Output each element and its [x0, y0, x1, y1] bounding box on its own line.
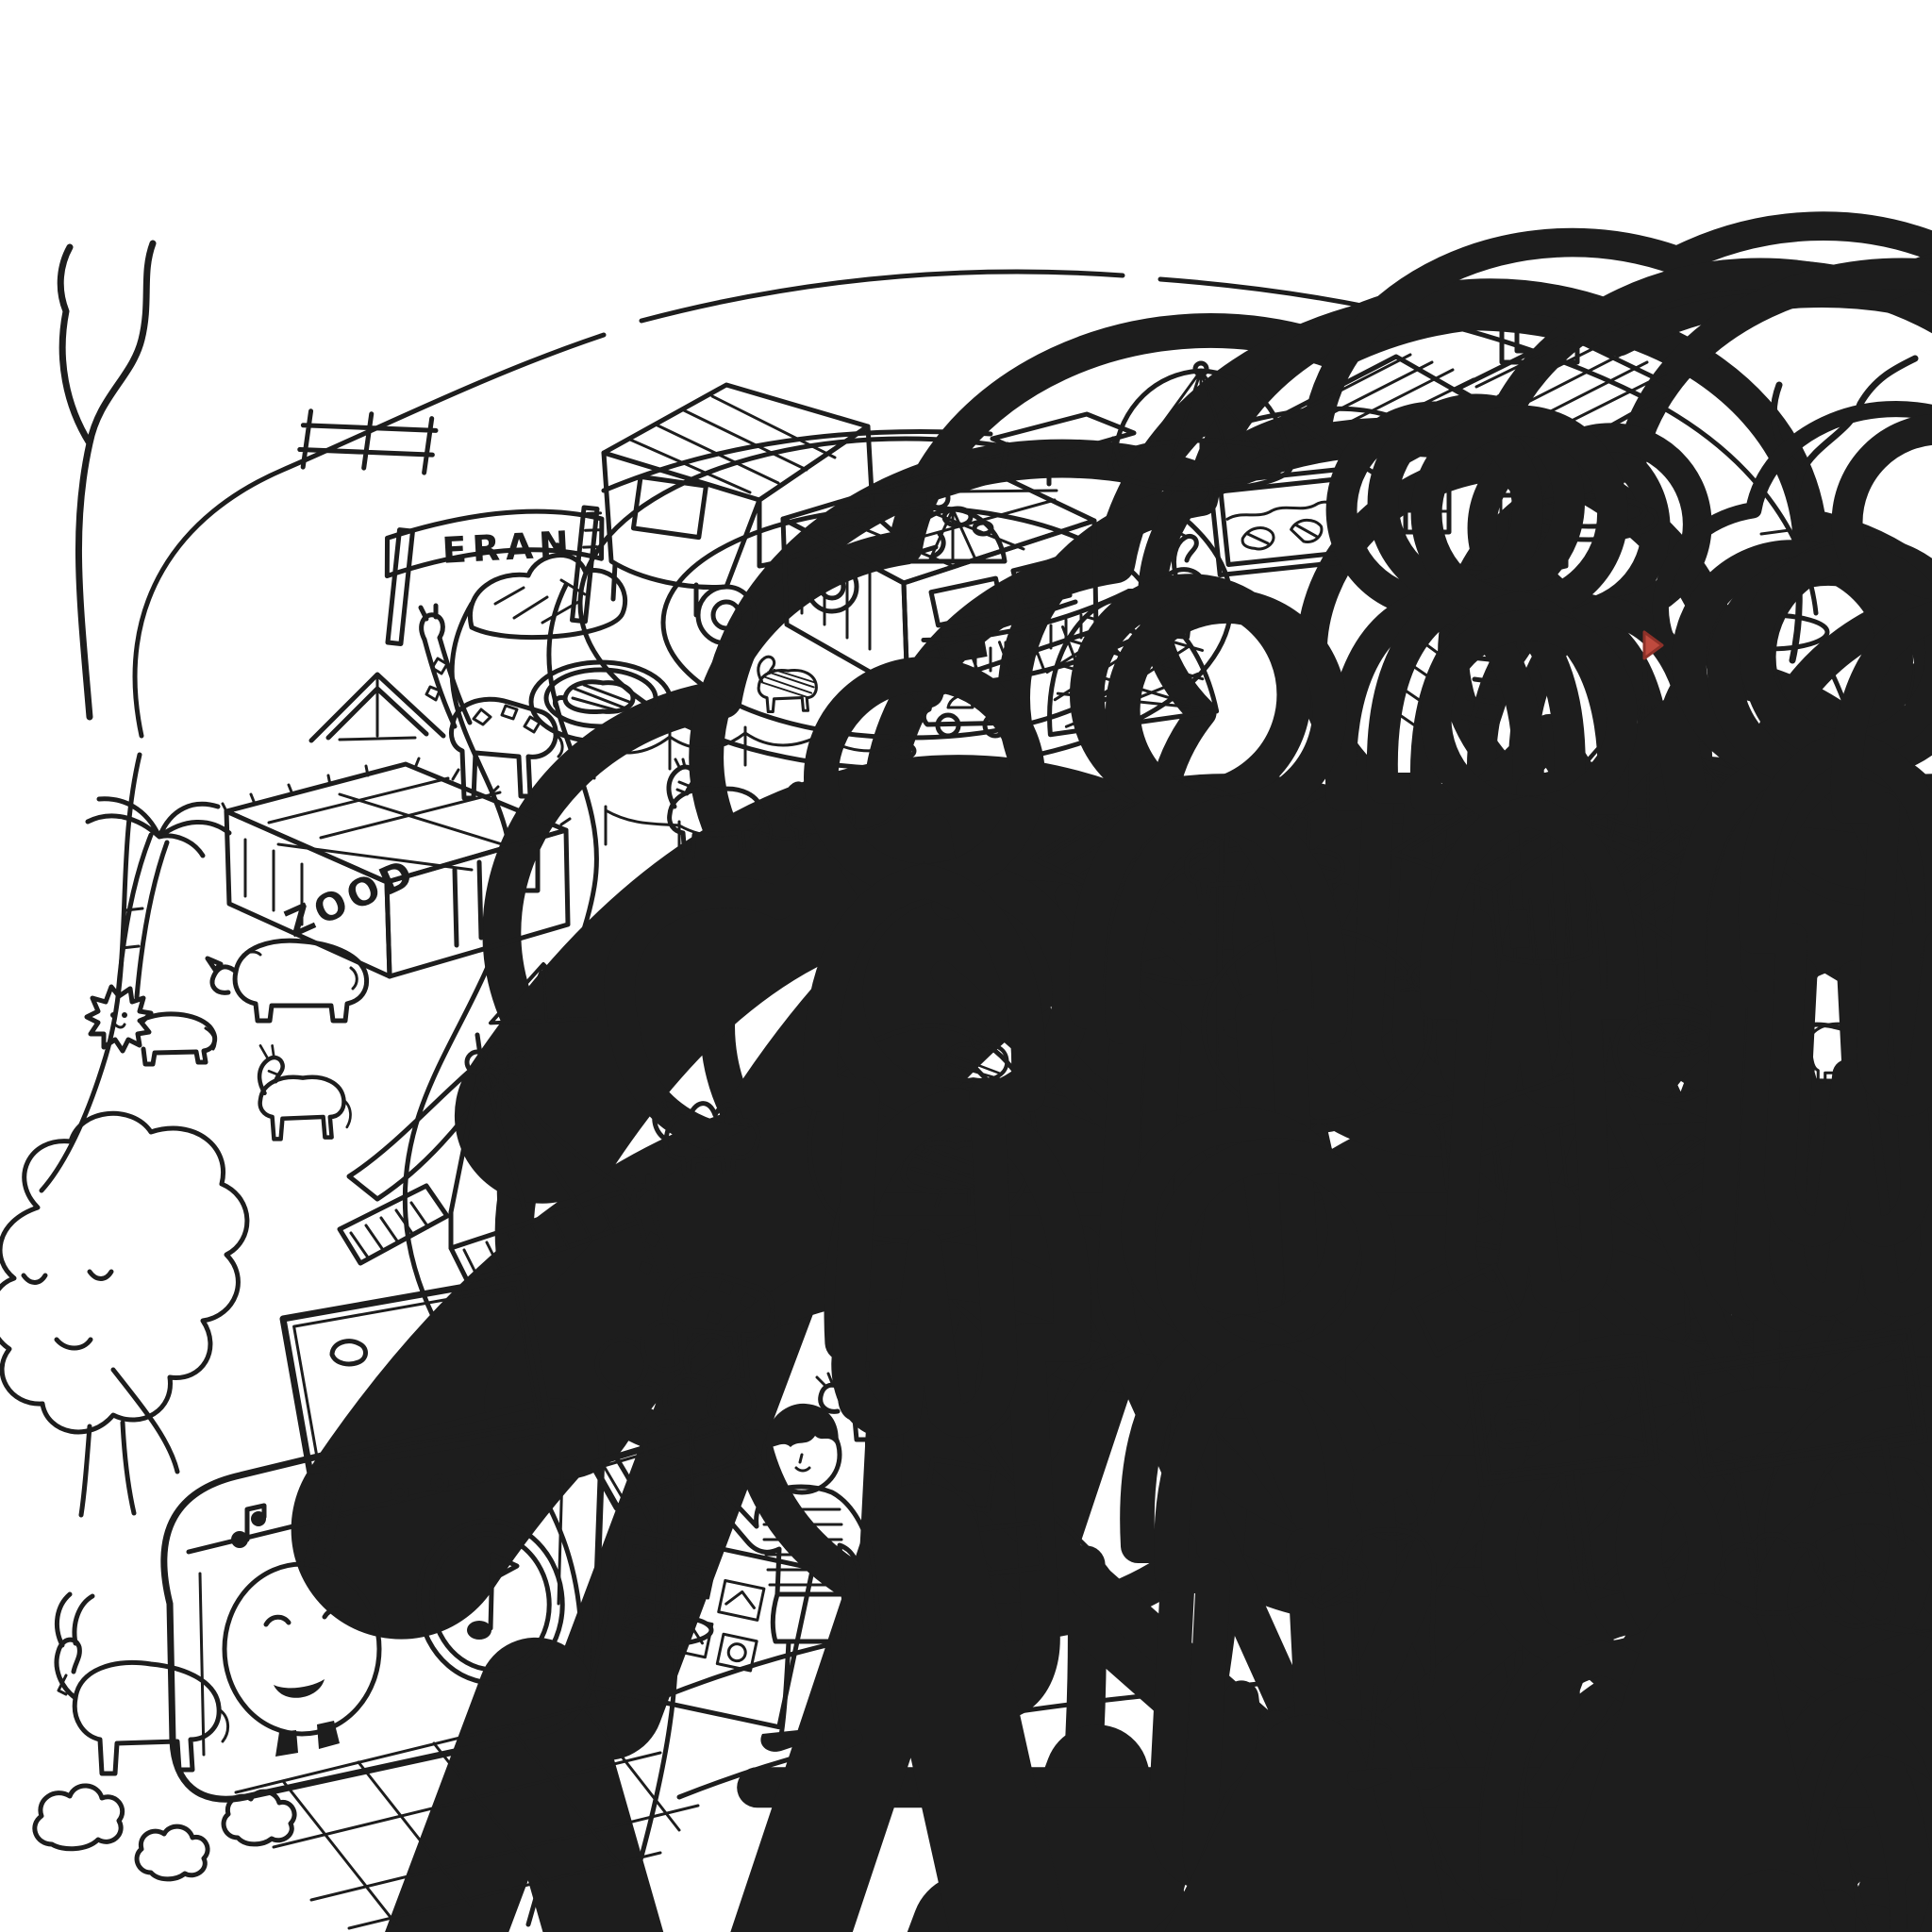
- a-frame-shelter: [308, 672, 446, 743]
- giraffe: [418, 603, 564, 801]
- trees: [0, 224, 1932, 1932]
- blank-tilted-sign: [1410, 1263, 1522, 1372]
- clock-note-head: [467, 1621, 491, 1640]
- band-gazebo: [1108, 360, 1699, 1070]
- boy-at-lectern: [711, 1403, 882, 1752]
- notice-board: [279, 1273, 1932, 1932]
- kiosk-clock: [416, 1518, 565, 1686]
- girl-watching-signs: [1312, 1442, 1450, 1790]
- central-pavilion: [780, 449, 1099, 700]
- palm-tree: [85, 796, 232, 1000]
- mascot-smile: [274, 1679, 325, 1698]
- rhino: [205, 938, 370, 1024]
- mascot-face: [222, 1561, 382, 1757]
- balloon-bunch: [594, 1318, 757, 1511]
- bare-tree-left: [57, 240, 157, 721]
- food-wagon: [601, 382, 946, 646]
- info-lectern: [588, 1417, 816, 1730]
- lion: [84, 984, 218, 1067]
- sleeping-tree: [0, 1110, 250, 1518]
- knob-dot: [470, 1464, 489, 1483]
- entrance-banner-text: ERAN: [441, 523, 576, 571]
- closed-eye: [21, 1273, 48, 1285]
- trail-sign-left: [1465, 1351, 1660, 1593]
- picnic-table: [990, 408, 1615, 1094]
- statue-mound: [467, 553, 1916, 1406]
- red-flag: [1642, 630, 1664, 660]
- girl-hair: [1352, 1442, 1433, 1526]
- pompom-bushes: [32, 1783, 297, 1882]
- billy-goat: [54, 1591, 229, 1776]
- boy-hair: [765, 1403, 839, 1448]
- trail-sign-right: [1682, 1327, 1929, 1578]
- donkey: [257, 1044, 352, 1141]
- music-kiosk: [160, 1398, 606, 1803]
- knob-dot: [391, 1483, 409, 1502]
- closed-eye: [87, 1269, 114, 1281]
- lectern-pictogram-panel: [588, 1525, 816, 1730]
- mascot-eye: [263, 1614, 291, 1627]
- knob-dot: [430, 1474, 449, 1492]
- camel: [651, 1096, 761, 1178]
- small-tent: [488, 961, 599, 1025]
- giraffe-spotted: [630, 1173, 781, 1385]
- swoosh-doodle: [512, 1433, 554, 1450]
- entrance-banner: ERAN: [384, 505, 605, 646]
- bare-tree-right: [1770, 355, 1919, 664]
- flower-bunch: [464, 1043, 534, 1118]
- horse: [666, 758, 773, 858]
- tiled-walkway: [234, 1696, 700, 1930]
- beaver: [937, 1036, 1009, 1083]
- bushes-bottom-right: [1291, 1532, 1899, 1629]
- fence-piece: [297, 408, 439, 475]
- mascot-eye: [322, 1607, 350, 1620]
- music-note-icon: [231, 1503, 267, 1548]
- clock-note-flag: [490, 1552, 520, 1582]
- shaded-pony: [757, 655, 818, 714]
- tapir-dish: [528, 659, 674, 744]
- animal-pictogram: [1503, 1419, 1537, 1435]
- pebbles: [329, 506, 994, 1367]
